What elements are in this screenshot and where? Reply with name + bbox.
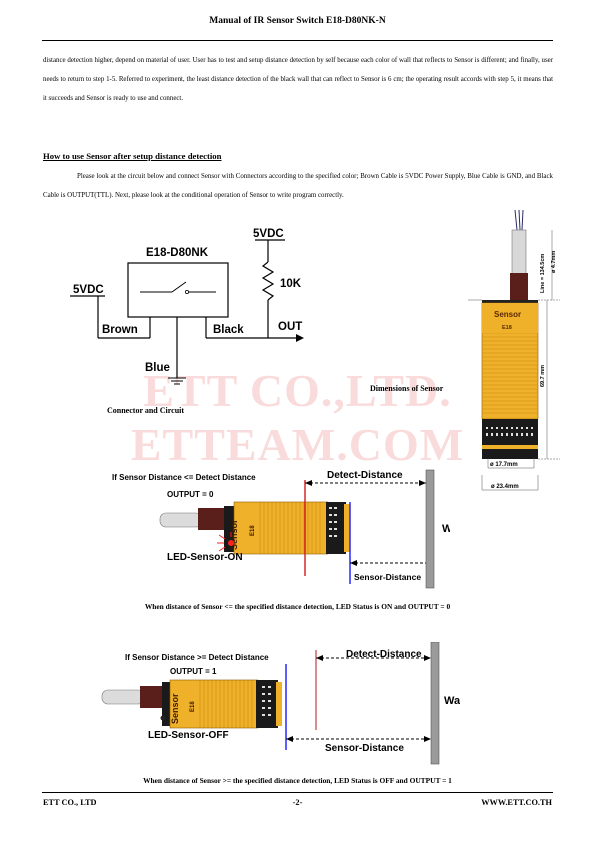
off-detect-label: Detect-Distance bbox=[346, 649, 422, 660]
on-wall bbox=[425, 469, 435, 589]
blue-wire-label: Blue bbox=[145, 362, 170, 374]
resistor-label: 10K bbox=[280, 278, 302, 290]
off-sensor-distance: Sensor-Distance bbox=[325, 743, 404, 754]
section-title: How to use Sensor after setup distance d… bbox=[43, 151, 222, 161]
off-sensor-label: Sensor bbox=[170, 693, 180, 724]
led-off-diagram: If Sensor Distance >= Detect Distance OU… bbox=[101, 642, 460, 765]
led-on-indicator bbox=[217, 532, 234, 552]
off-sensor-body bbox=[169, 679, 259, 729]
led-off-indicator bbox=[160, 715, 166, 721]
dim-line-length: Line = 134.5cm bbox=[540, 254, 546, 293]
circuit-model-label: E18-D80NK bbox=[146, 247, 209, 259]
on-condition: If Sensor Distance <= Detect Distance bbox=[112, 473, 256, 482]
on-sensor-distance: Sensor-Distance bbox=[354, 572, 421, 582]
dim-body-length: 69.7 mm bbox=[540, 365, 546, 387]
page-header-title: Manual of IR Sensor Switch E18-D80NK-N bbox=[209, 16, 386, 26]
resistor-symbol bbox=[261, 261, 275, 301]
off-cable bbox=[101, 689, 145, 705]
watermark-line1: ETT CO.,LTD. bbox=[143, 365, 452, 416]
intro-paragraph: distance detection higher, depend on mat… bbox=[43, 57, 553, 102]
off-caption: When distance of Sensor >= the specified… bbox=[143, 776, 452, 785]
brown-wire-label: Brown bbox=[102, 324, 138, 336]
on-caption: When distance of Sensor <= the specified… bbox=[144, 602, 451, 611]
on-sensor-body bbox=[233, 501, 329, 555]
footer-page-number: -2- bbox=[292, 798, 303, 807]
circuit-caption: Connector and Circuit bbox=[107, 406, 185, 415]
connector-circuit-diagram: E18-D80NK 5VDC 10K 5VDC Brown Black OUT … bbox=[70, 228, 304, 385]
footer-company: ETT CO., LTD bbox=[43, 798, 97, 807]
off-wall bbox=[430, 642, 440, 765]
off-sensor-model: E18 bbox=[190, 701, 196, 712]
off-gland bbox=[140, 686, 166, 708]
off-sensor-nut bbox=[256, 680, 278, 728]
off-output: OUTPUT = 1 bbox=[170, 667, 217, 676]
dim-sensor-model: E18 bbox=[502, 325, 512, 331]
cable bbox=[511, 229, 527, 276]
on-cable bbox=[159, 512, 203, 528]
sensor-nut bbox=[482, 419, 538, 459]
vdc-left-label: 5VDC bbox=[73, 284, 104, 296]
led-on-diagram: If Sensor Distance <= Detect Distance OU… bbox=[112, 469, 450, 589]
sensor-box bbox=[127, 262, 229, 318]
on-sensor-model: E18 bbox=[250, 525, 256, 536]
header-rule bbox=[42, 40, 553, 41]
watermark-line2: ETTEAM.COM bbox=[130, 419, 465, 470]
dimensions-caption: Dimensions of Sensor bbox=[370, 384, 444, 393]
dim-inner-diameter: ø 17.7mm bbox=[490, 462, 518, 468]
black-wire-label: Black bbox=[213, 324, 244, 336]
on-detect-label: Detect-Distance bbox=[327, 470, 403, 481]
footer-website: WWW.ETT.CO.TH bbox=[481, 798, 552, 807]
off-condition: If Sensor Distance >= Detect Distance bbox=[125, 653, 269, 662]
on-gland bbox=[198, 508, 226, 530]
out-label: OUT bbox=[278, 321, 302, 333]
section-paragraph: Please look at the circuit below and con… bbox=[43, 173, 553, 199]
off-wall-label: Wall bbox=[444, 695, 460, 707]
dim-cable-diameter: ø 4.7mm bbox=[551, 251, 557, 273]
dim-sensor-label: Sensor bbox=[494, 310, 521, 319]
off-led-label: LED-Sensor-OFF bbox=[148, 730, 229, 741]
vdc-top-label: 5VDC bbox=[253, 228, 284, 240]
on-led-label: LED-Sensor-ON bbox=[167, 552, 243, 563]
sensor-dimensions-drawing: Sensor E18 Line = 134.5cm ø 4.7mm 69.7 m… bbox=[468, 209, 560, 491]
cable-gland bbox=[510, 273, 528, 300]
footer-rule bbox=[42, 792, 553, 793]
on-output: OUTPUT = 0 bbox=[167, 490, 214, 499]
dim-outer-diameter: ø 23.4mm bbox=[491, 484, 519, 490]
on-wall-label: Wall bbox=[442, 523, 450, 535]
on-sensor-label: Sensor bbox=[229, 519, 239, 550]
